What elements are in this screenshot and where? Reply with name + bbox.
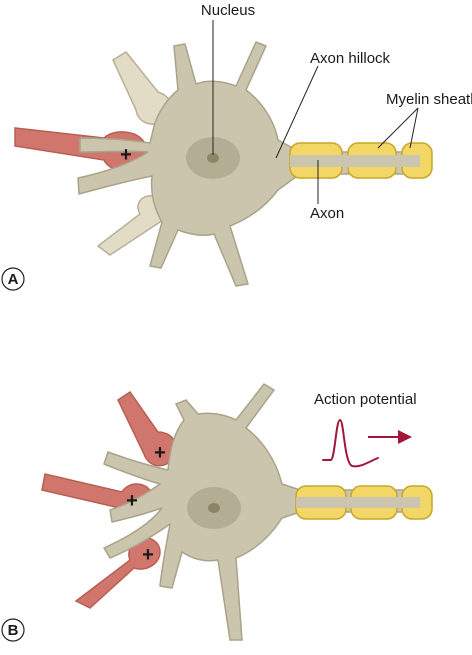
synapse-plus-sign: +	[126, 490, 138, 512]
leader-axon-hillock	[275, 65, 319, 159]
nucleolus-a	[207, 153, 219, 163]
label-axon-hillock: Axon hillock	[310, 50, 391, 67]
panel-letter-b-circle	[1, 618, 25, 642]
axon-core-b	[296, 497, 420, 508]
excitatory-terminal-upper	[117, 390, 178, 467]
synapse-plus-sign: +	[142, 544, 154, 566]
label-axon: Axon	[310, 205, 344, 222]
synapse-plus-sign: +	[154, 442, 166, 464]
panel-letter-a-circle	[1, 267, 25, 291]
nucleolus-b	[208, 503, 220, 513]
propagation-arrow-head	[398, 430, 412, 444]
label-action-potential: Action potential	[314, 391, 417, 408]
leader-myelin-1	[377, 107, 419, 149]
panel-letter-b: B	[8, 622, 19, 639]
panel-letter-a: A	[8, 271, 19, 288]
label-nucleus: Nucleus	[201, 2, 255, 19]
synapse-plus-sign: +	[120, 144, 132, 166]
axon-core-a	[290, 155, 420, 167]
neuron-body-b	[103, 383, 411, 641]
excitatory-terminal-lower	[74, 536, 161, 609]
leader-myelin-2	[409, 107, 419, 149]
action-potential-waveform	[322, 419, 379, 468]
neuron-body-a	[77, 41, 411, 287]
label-myelin-sheath: Myelin sheath	[386, 91, 472, 108]
panel-b: + + + Action potential B	[1, 383, 433, 642]
panel-a: + Nucleus Axon hillock Myelin sheath Axo…	[1, 2, 472, 291]
